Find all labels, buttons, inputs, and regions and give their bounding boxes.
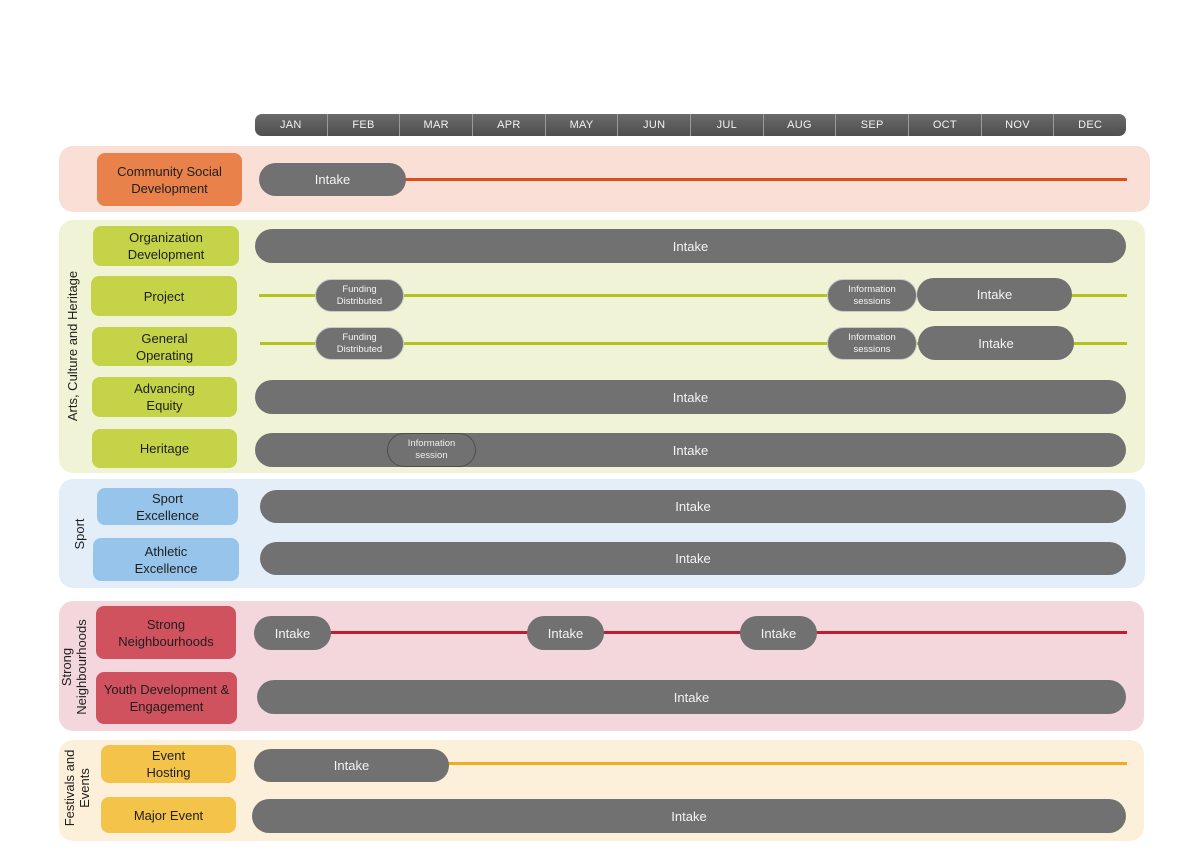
month-may: MAY: [544, 114, 618, 136]
program-sport-excellence: Sport Excellence: [97, 488, 238, 525]
strong-neighbourhoods-timeline: [260, 631, 1127, 634]
project-funding-distributed-pill: Funding Distributed: [315, 279, 404, 312]
general-operating-timeline: [260, 342, 1127, 345]
month-nov: NOV: [980, 114, 1054, 136]
event-hosting-intake-pill: Intake: [254, 749, 449, 782]
advancing-equity-intake-pill: Intake: [255, 380, 1126, 414]
genop-intake-pill: Intake: [918, 326, 1074, 360]
project-timeline: [259, 294, 1127, 297]
program-project: Project: [91, 276, 237, 316]
athletic-excellence-intake-pill: Intake: [260, 542, 1126, 575]
program-advancing-equity: Advancing Equity: [92, 377, 237, 417]
month-dec: DEC: [1053, 114, 1126, 136]
group-label-festivals: Festivals and Events: [62, 749, 92, 827]
event-hosting-timeline: [260, 762, 1127, 765]
group-label-arts: Arts, Culture and Heritage: [64, 270, 80, 422]
project-information-sessions-pill: Information sessions: [827, 279, 917, 312]
major-event-intake-pill: Intake: [252, 799, 1126, 833]
program-heritage: Heritage: [92, 429, 237, 468]
program-community-social-development: Community Social Development: [97, 153, 242, 206]
youth-development-intake-pill: Intake: [257, 680, 1126, 714]
heritage-intake-pill: Intake: [255, 433, 1126, 467]
genop-information-sessions-pill: Information sessions: [827, 327, 917, 360]
program-youth-development: Youth Development & Engagement: [96, 672, 237, 724]
month-apr: APR: [472, 114, 545, 136]
program-strong-neighbourhoods: Strong Neighbourhoods: [96, 606, 236, 659]
genop-funding-distributed-pill: Funding Distributed: [315, 327, 404, 360]
program-event-hosting: Event Hosting: [101, 745, 236, 783]
strong-intake-pill-jan: Intake: [254, 616, 331, 650]
month-jan: JAN: [279, 119, 302, 131]
group-label-strong: Strong Neighbourhoods: [59, 619, 89, 715]
project-intake-pill: Intake: [917, 278, 1072, 311]
orgdev-intake-pill: Intake: [255, 229, 1126, 263]
month-sep: SEP: [835, 114, 908, 136]
strong-intake-pill-may: Intake: [527, 616, 604, 650]
program-organization-development: Organization Development: [93, 226, 239, 266]
month-jun: JUN: [617, 114, 690, 136]
program-major-event: Major Event: [101, 797, 236, 833]
month-jul: JUL: [690, 114, 763, 136]
group-label-sport: Sport: [71, 518, 87, 550]
strong-intake-pill-aug: Intake: [740, 616, 817, 650]
csd-intake-pill: Intake: [259, 163, 406, 196]
month-aug: AUG: [762, 114, 836, 136]
csd-timeline: [260, 178, 1127, 181]
month-feb: FEB: [326, 114, 400, 136]
month-oct: OCT: [908, 114, 981, 136]
program-general-operating: General Operating: [92, 327, 237, 366]
month-header: JAN FEB MAR APR MAY JUN JUL AUG SEP OCT …: [255, 114, 1126, 136]
sport-excellence-intake-pill: Intake: [260, 490, 1126, 523]
heritage-information-session-pill: Information session: [387, 433, 476, 467]
month-mar: MAR: [399, 114, 472, 136]
program-athletic-excellence: Athletic Excellence: [93, 538, 239, 581]
